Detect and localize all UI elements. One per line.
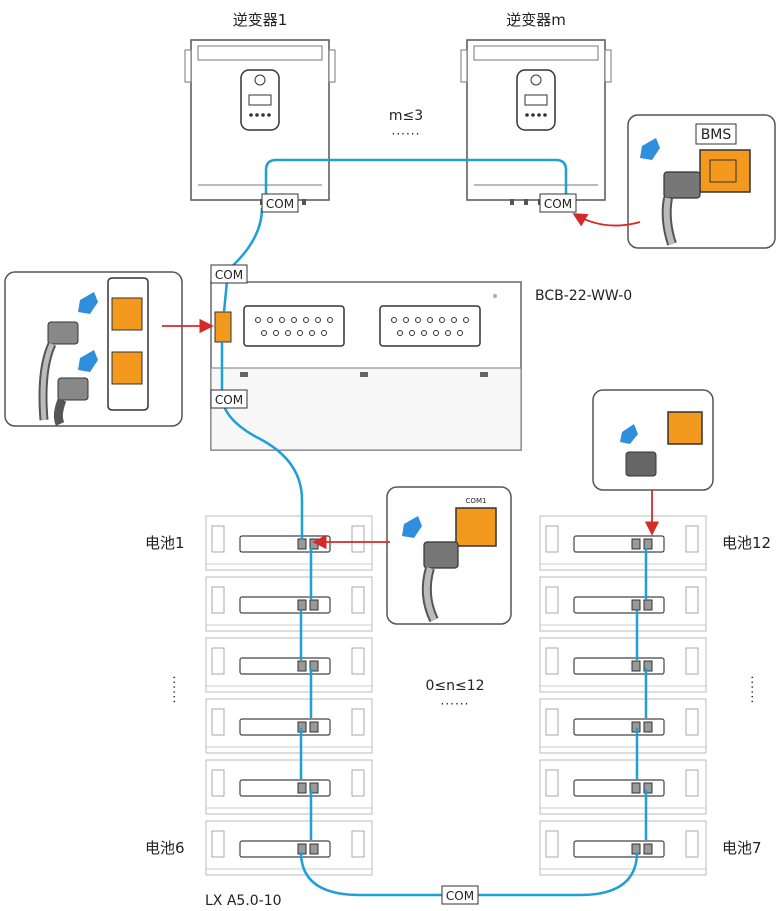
terminal-block-right — [379, 305, 481, 347]
svg-text:COM: COM — [544, 197, 572, 211]
battery-model-label: LX A5.0-10 — [205, 893, 282, 909]
inverter-display-icon — [516, 69, 556, 131]
rj45-plug-icon — [53, 377, 89, 426]
combiner-model-label: BCB-22-WW-0 — [535, 288, 632, 304]
battery-7-label: 电池7 — [722, 839, 762, 857]
battery-module — [539, 576, 707, 632]
insert-arrow-icon — [402, 516, 422, 538]
battery-ellipsis-right: ······ — [745, 676, 759, 705]
inverter-count-constraint: m≤3 — [389, 108, 423, 124]
battery-6-label: 电池6 — [145, 839, 185, 857]
insert-arrow-icon — [640, 138, 660, 160]
svg-text:BMS: BMS — [701, 127, 732, 143]
svg-text:COM: COM — [446, 889, 474, 903]
cable-inverter1-to-inverterm — [264, 158, 568, 197]
com-label-box-top: COM — [210, 264, 248, 284]
battery-ellipsis-mid: ······ — [441, 697, 470, 711]
rj45-plug-icon — [421, 541, 459, 623]
module-com-port — [643, 660, 653, 672]
cable-left-stack — [299, 548, 313, 840]
module-com-port — [309, 782, 319, 794]
rj45-plug-icon — [38, 321, 79, 421]
module-com-port — [297, 599, 307, 611]
com-label-inverterm: COM — [539, 193, 577, 213]
combiner-port-inset — [4, 271, 183, 427]
insert-arrow-icon — [78, 350, 98, 372]
inverter-1-label: 逆变器1 — [233, 11, 288, 29]
module-com-port — [309, 721, 319, 733]
combiner-com-port — [214, 311, 232, 343]
com-label-bottom-link: COM — [441, 885, 479, 905]
battery-module — [539, 759, 707, 815]
battery-1-label: 电池1 — [145, 534, 185, 552]
module-com-port — [643, 843, 653, 855]
module-com-port — [309, 660, 319, 672]
battery-module — [539, 698, 707, 754]
left-battery-stack — [205, 515, 373, 876]
battery-module — [205, 515, 373, 571]
battery-module — [205, 637, 373, 693]
insert-arrow-icon — [78, 292, 98, 314]
svg-text:COM: COM — [266, 197, 294, 211]
inverter-1 — [184, 39, 336, 205]
module-com-port — [643, 538, 653, 550]
insert-arrow-icon — [620, 424, 638, 444]
inverter-ellipsis: ······ — [392, 127, 421, 141]
module-com-port — [631, 782, 641, 794]
module-com-port — [309, 599, 319, 611]
combiner-box — [210, 281, 522, 451]
inverter-display-icon — [240, 69, 280, 131]
battery-module — [205, 759, 373, 815]
battery-module — [205, 698, 373, 754]
module-com-port — [309, 843, 319, 855]
port-icon — [667, 411, 703, 445]
module-com-port — [297, 782, 307, 794]
terminal-block-left — [243, 305, 345, 347]
battery-module — [539, 637, 707, 693]
battery-module — [205, 576, 373, 632]
inverter-m — [460, 39, 612, 205]
bms-port-inset: BMS — [627, 114, 776, 249]
port-icon-upper — [111, 297, 143, 331]
module-com-port — [297, 660, 307, 672]
battery1-port-inset: COM1 — [386, 486, 512, 625]
battery-ellipsis-left: ······ — [167, 676, 181, 705]
right-battery-stack — [539, 515, 707, 876]
svg-text:COM: COM — [215, 268, 243, 282]
rj45-plug-icon — [625, 451, 657, 477]
bms-port-icon — [699, 149, 751, 193]
svg-text:COM: COM — [215, 393, 243, 407]
com-label-inverter1: COM — [261, 193, 299, 213]
module-com-port — [631, 660, 641, 672]
module-com-port — [643, 599, 653, 611]
battery-12-label: 电池12 — [722, 534, 771, 552]
module-com-port — [309, 538, 319, 550]
module-com-port — [297, 538, 307, 550]
bms-arrow — [572, 213, 641, 227]
module-com-port — [643, 721, 653, 733]
battery-stacks — [205, 515, 707, 876]
cable-right-stack — [635, 548, 648, 840]
battery-module — [539, 820, 707, 876]
inverter-m-label: 逆变器m — [506, 11, 566, 29]
module-com-port — [631, 538, 641, 550]
battery12-port-inset — [592, 389, 714, 491]
com-label-box-bottom: COM — [210, 389, 248, 409]
battery-count-constraint: 0≤n≤12 — [425, 678, 484, 694]
port-icon-lower — [111, 351, 143, 385]
module-com-port — [631, 599, 641, 611]
svg-text:COM1: COM1 — [466, 497, 487, 505]
battery-module — [205, 820, 373, 876]
rj45-plug-icon — [661, 171, 701, 246]
port-icon — [455, 507, 497, 547]
battery-module — [539, 515, 707, 571]
module-com-port — [643, 782, 653, 794]
